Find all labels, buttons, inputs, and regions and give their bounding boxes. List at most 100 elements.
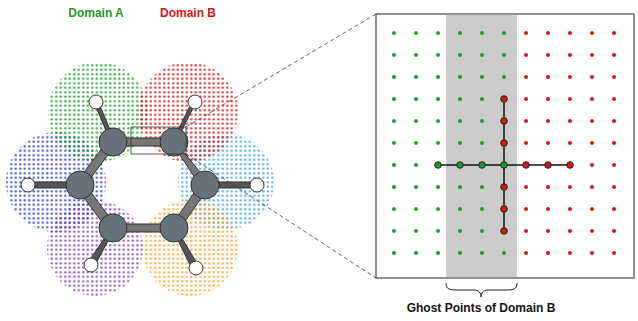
- grid-point: [458, 185, 462, 189]
- grid-point: [524, 185, 528, 189]
- grid-point: [546, 53, 550, 57]
- grid-point: [501, 96, 508, 103]
- grid-point: [546, 207, 550, 211]
- grid-point: [590, 75, 594, 79]
- grid-point: [568, 185, 572, 189]
- carbon-atom: [160, 214, 188, 242]
- grid-point: [612, 207, 616, 211]
- grid-point: [458, 141, 462, 145]
- grid-point: [612, 229, 616, 233]
- grid-point: [480, 97, 484, 101]
- grid-point: [480, 141, 484, 145]
- grid-point: [524, 251, 528, 255]
- grid-point: [480, 185, 484, 189]
- grid-point: [458, 53, 462, 57]
- grid-point: [480, 251, 484, 255]
- hydrogen-atom: [21, 178, 35, 192]
- domain-cloud: [138, 62, 238, 162]
- hydrogen-atom: [84, 258, 98, 272]
- grid-point: [392, 75, 396, 79]
- grid-point: [612, 251, 616, 255]
- grid-point: [546, 31, 550, 35]
- grid-point: [392, 141, 396, 145]
- carbon-atom: [66, 171, 94, 199]
- grid-point: [568, 251, 572, 255]
- carbon-atom: [99, 214, 127, 242]
- grid-point: [414, 31, 418, 35]
- grid-point: [524, 119, 528, 123]
- grid-point: [436, 141, 440, 145]
- grid-point: [546, 75, 550, 79]
- grid-point: [612, 97, 616, 101]
- grid-point: [502, 251, 506, 255]
- grid-point: [524, 141, 528, 145]
- brace: [446, 283, 517, 297]
- grid-point: [392, 163, 396, 167]
- grid-point: [612, 53, 616, 57]
- grid-point: [436, 31, 440, 35]
- grid-point: [392, 251, 396, 255]
- zoom-leader: [186, 154, 376, 278]
- grid-point: [612, 141, 616, 145]
- grid-point: [590, 163, 594, 167]
- grid-point: [545, 162, 552, 169]
- carbon-atom: [99, 128, 127, 156]
- domain-label: Domain A: [68, 6, 124, 20]
- grid-point: [458, 229, 462, 233]
- grid-point: [480, 207, 484, 211]
- grid-point: [436, 229, 440, 233]
- grid-point: [501, 206, 508, 213]
- grid-point: [480, 31, 484, 35]
- grid-point: [414, 97, 418, 101]
- domain-cloud: [48, 62, 148, 162]
- grid-point: [480, 75, 484, 79]
- grid-point: [590, 119, 594, 123]
- grid-point: [392, 97, 396, 101]
- grid-point: [414, 53, 418, 57]
- grid-point: [590, 251, 594, 255]
- grid-point: [458, 75, 462, 79]
- hydrogen-atom: [89, 95, 103, 109]
- grid-point: [568, 97, 572, 101]
- grid-point: [612, 163, 616, 167]
- grid-point: [502, 53, 506, 57]
- grid-point: [568, 141, 572, 145]
- grid-point: [502, 31, 506, 35]
- grid-point: [480, 53, 484, 57]
- grid-point: [414, 119, 418, 123]
- hydrogen-atom: [188, 95, 202, 109]
- grid-points: [392, 31, 616, 255]
- grid-point: [392, 207, 396, 211]
- grid-point: [568, 31, 572, 35]
- grid-point: [590, 31, 594, 35]
- domain-label: Domain B: [160, 6, 216, 20]
- carbon-atom: [191, 171, 219, 199]
- domain-clouds: [6, 62, 274, 296]
- grid-point: [414, 185, 418, 189]
- stencil: [435, 96, 574, 235]
- grid-point: [480, 229, 484, 233]
- ghost-band: [446, 15, 517, 277]
- grid-point: [524, 207, 528, 211]
- grid-point: [546, 185, 550, 189]
- grid-point: [568, 53, 572, 57]
- grid-point: [501, 140, 508, 147]
- grid-point: [546, 119, 550, 123]
- hydrogen-atom: [250, 178, 264, 192]
- grid-point: [567, 162, 574, 169]
- grid-point: [524, 75, 528, 79]
- grid-point: [546, 97, 550, 101]
- zoom-leader: [186, 14, 376, 127]
- grid-point: [435, 162, 442, 169]
- grid-point: [612, 31, 616, 35]
- grid-point: [568, 229, 572, 233]
- grid-point: [479, 162, 486, 169]
- molecule: [21, 95, 264, 275]
- grid-point: [590, 53, 594, 57]
- grid-point: [501, 228, 508, 235]
- hydrogen-atom: [189, 261, 203, 275]
- grid-point: [392, 53, 396, 57]
- grid-point: [436, 207, 440, 211]
- grid-point: [414, 251, 418, 255]
